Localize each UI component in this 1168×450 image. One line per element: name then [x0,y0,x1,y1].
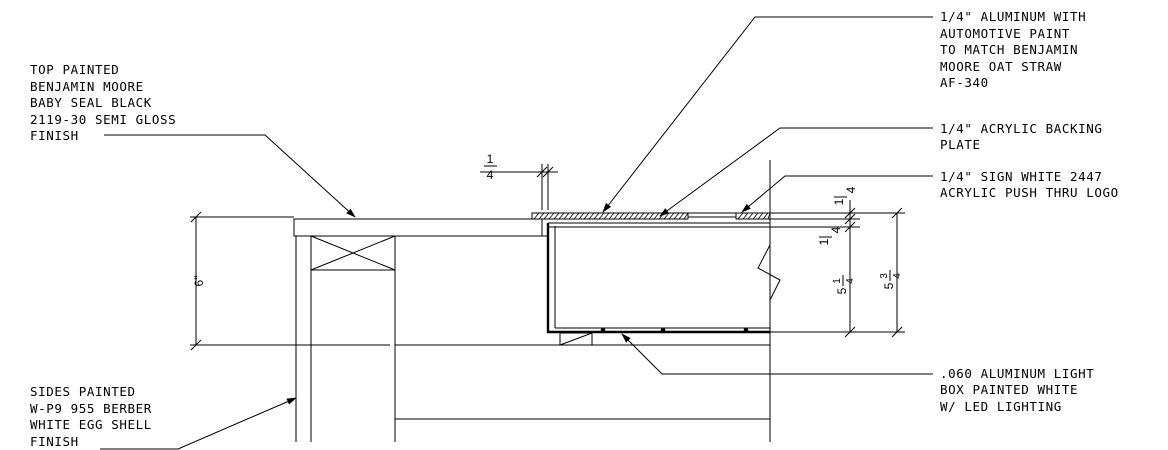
svg-text:W/ LED LIGHTING: W/ LED LIGHTING [940,399,1062,414]
hatch-stroke [608,212,615,220]
hatch-stroke [538,212,545,220]
hatch-stroke [663,212,670,220]
hatch-stroke [618,212,625,220]
hatch-stroke [563,212,570,220]
svg-text:1: 1 [832,278,843,284]
svg-text:BENJAMIN MOORE: BENJAMIN MOORE [30,79,144,94]
hatch-stroke [533,212,540,220]
svg-text:1/4" SIGN WHITE 2447: 1/4" SIGN WHITE 2447 [940,169,1103,184]
hatch-stroke [583,212,590,220]
svg-text:TOP PAINTED: TOP PAINTED [30,62,119,77]
led-dot [660,327,666,333]
hatch-stroke [683,212,689,220]
break-line [757,244,781,301]
painted-top-slab [293,218,543,237]
svg-text:1: 1 [817,238,831,245]
hatch-stroke [573,212,580,220]
svg-text:TO MATCH BENJAMIN: TO MATCH BENJAMIN [940,42,1078,57]
note-push-thru-logo: 1/4" SIGN WHITE 2447 ACRYLIC PUSH THRU L… [940,169,1119,200]
svg-text:4: 4 [845,278,856,284]
hatch-stroke [623,212,630,220]
svg-text:ACRYLIC PUSH THRU LOGO: ACRYLIC PUSH THRU LOGO [940,185,1119,200]
note-sides-finish: SIDES PAINTED W-P9 955 BERBER WHITE EGG … [30,384,152,449]
hatch-stroke [598,212,605,220]
hatch-stroke [548,212,555,220]
svg-text:PLATE: PLATE [940,137,981,152]
dim-overall-height: 5 3 4 [879,270,903,289]
hatch-stroke [568,212,575,220]
svg-text:FINISH: FINISH [30,434,79,449]
leaders [100,16,933,450]
hatch-stroke [757,212,764,220]
svg-text:1: 1 [832,198,846,205]
svg-text:1/4" ACRYLIC BACKING: 1/4" ACRYLIC BACKING [940,121,1103,136]
face-layers [531,212,771,220]
svg-text:4: 4 [844,186,858,193]
note-acrylic-backing: 1/4" ACRYLIC BACKING PLATE [940,121,1103,152]
svg-text:BOX PAINTED WHITE: BOX PAINTED WHITE [940,382,1078,397]
svg-text:1/4" ALUMINUM WITH: 1/4" ALUMINUM WITH [940,9,1086,24]
led-dot [600,327,606,333]
svg-text:SIDES PAINTED: SIDES PAINTED [30,384,136,399]
svg-text:MOORE OAT STRAW: MOORE OAT STRAW [940,59,1062,74]
hatch-stroke [668,212,675,220]
svg-text:2119-30 SEMI GLOSS: 2119-30 SEMI GLOSS [30,112,176,127]
dim-box-height: 5 1 4 [832,275,856,294]
svg-text:4: 4 [487,168,494,182]
led-dot [743,327,749,333]
dim-box-quarter-top: 1 4 [832,186,858,205]
dim-gap-quarter: 1 4 [484,152,497,182]
hatch-stroke [588,212,595,220]
svg-text:FINISH: FINISH [30,128,79,143]
svg-text:1: 1 [487,152,494,166]
svg-text:.060 ALUMINUM LIGHT: .060 ALUMINUM LIGHT [940,366,1094,381]
cabinet-frame [293,160,771,442]
dim-box-quarter-mid: 1 4 [817,226,843,245]
svg-text:W-P9 955 BERBER: W-P9 955 BERBER [30,401,152,416]
note-top-finish: TOP PAINTED BENJAMIN MOORE BABY SEAL BLA… [30,62,176,143]
hatch-stroke [558,212,565,220]
note-aluminum-paint: 1/4" ALUMINUM WITH AUTOMOTIVE PAINT TO M… [940,9,1086,90]
hatch-stroke [643,212,650,220]
dimension-lines [190,164,905,351]
svg-text:WHITE EGG SHELL: WHITE EGG SHELL [30,417,152,432]
hatch-stroke [648,212,655,220]
svg-text:5: 5 [835,287,849,294]
hatch-stroke [613,212,620,220]
hatch-stroke [543,212,550,220]
hatch-stroke [678,212,685,220]
svg-text:AF-340: AF-340 [940,75,989,90]
note-light-box: .060 ALUMINUM LIGHT BOX PAINTED WHITE W/… [940,366,1094,414]
hatch-stroke [653,212,660,220]
hatch-stroke [742,212,749,220]
push-thru-logo [687,212,737,218]
hatch-stroke [633,212,640,220]
light-box [542,222,781,334]
hatch-stroke [673,212,680,220]
svg-text:4: 4 [892,273,903,279]
hatch-stroke [737,212,744,220]
blocking-block [310,235,396,271]
hatch-stroke [553,212,560,220]
hatch-stroke [578,212,585,220]
svg-text:5: 5 [882,282,896,289]
dim-six-inch: 6" [192,276,206,287]
svg-text:AUTOMOTIVE PAINT: AUTOMOTIVE PAINT [940,26,1070,41]
svg-text:4: 4 [829,226,843,233]
svg-text:BABY SEAL BLACK: BABY SEAL BLACK [30,95,152,110]
svg-text:3: 3 [879,273,890,279]
hatch-stroke [628,212,635,220]
hatch-stroke [593,212,600,220]
hatch-stroke [603,212,610,220]
hatch-stroke [767,212,771,220]
hatch-stroke [747,212,754,220]
hatch-stroke [638,212,645,220]
hatch-stroke [752,212,759,220]
hatch-stroke [762,212,769,220]
